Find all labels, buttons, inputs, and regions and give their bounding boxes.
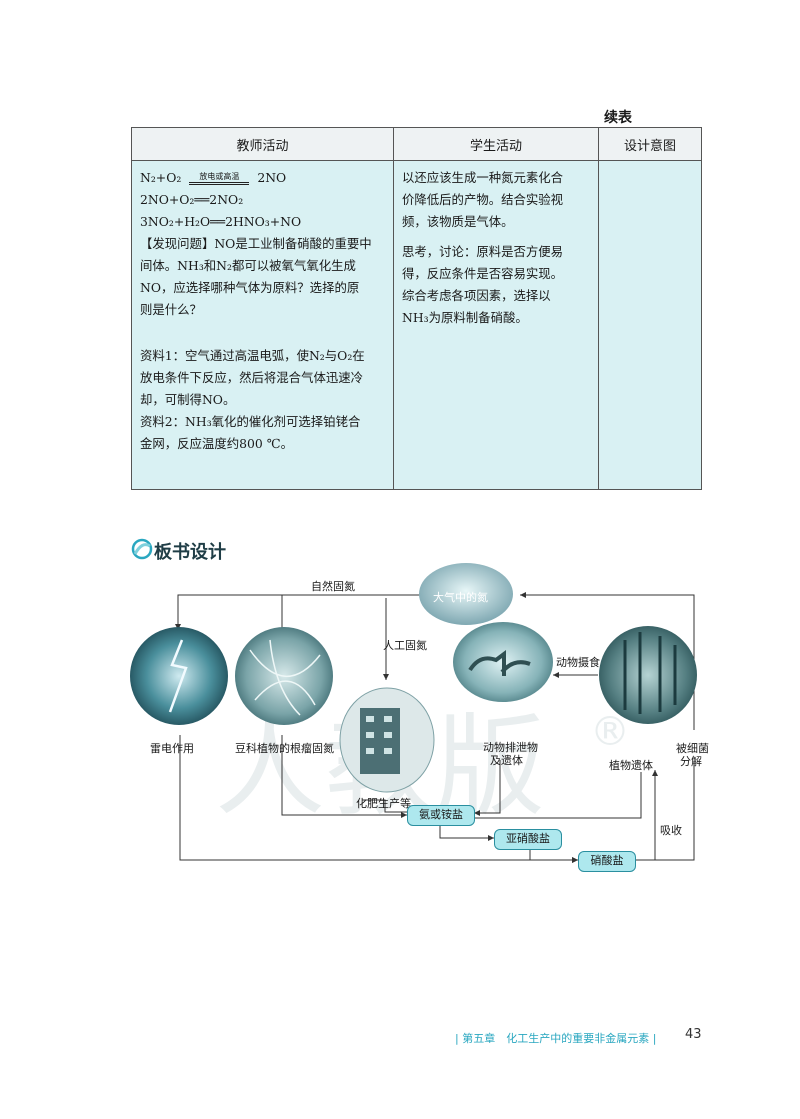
legume-label: 豆科植物的根瘤固氮: [235, 740, 334, 756]
fertilizer-label: 化肥生产等: [356, 795, 411, 811]
animal-eating-label: 动物摄食: [556, 654, 600, 670]
decompose-label-2: 分解: [680, 753, 702, 769]
lightning-label: 雷电作用: [150, 740, 194, 756]
artificial-fixation-label: 人工固氮: [383, 637, 427, 653]
page-number: 43: [685, 1027, 702, 1042]
atmosphere-label: 大气中的氮: [433, 589, 488, 605]
chapter-footer: | 第五章 化工生产中的重要非金属元素 |: [455, 1030, 656, 1046]
nitrite-box: 亚硝酸盐: [494, 829, 562, 850]
absorb-label: 吸收: [660, 822, 682, 838]
lightning-image: [130, 627, 228, 725]
plant-remains-label: 植物遗体: [609, 757, 653, 773]
nitrate-box: 硝酸盐: [578, 851, 636, 872]
forest-image: [599, 626, 697, 724]
natural-fixation-label: 自然固氮: [311, 578, 355, 594]
ammonia-box: 氨或铵盐: [407, 805, 475, 826]
animal-waste-label-2: 及遗体: [490, 752, 523, 768]
